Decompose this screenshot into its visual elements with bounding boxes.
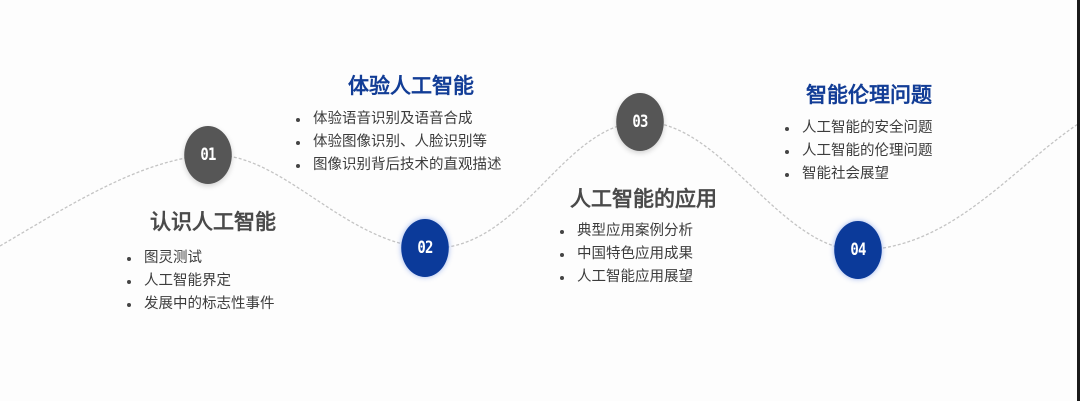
list-item: 图灵测试 [124,247,275,270]
bullet-icon [296,141,300,145]
bullet-icon [785,173,789,177]
step-02-badge: 02 [401,219,449,277]
step-01-number: 01 [200,145,216,165]
list-item: 发展中的标志性事件 [124,293,275,316]
step-04-badge: 04 [834,221,882,279]
step-02-list: 体验语音识别及语音合成 体验图像识别、人脸识别等 图像识别背后技术的直观描述 [293,104,502,177]
step-04-list: 人工智能的安全问题 人工智能的伦理问题 智能社会展望 [782,113,933,186]
list-item: 人工智能的安全问题 [782,117,933,140]
list-item: 体验语音识别及语音合成 [293,108,502,131]
step-03-number: 03 [632,112,648,132]
bullet-icon [296,164,300,168]
bullet-icon [560,253,564,257]
step-04-content: 智能伦理问题 [806,81,932,109]
bullet-icon [127,280,131,284]
step-04-number: 04 [850,240,866,260]
bullet-icon [127,257,131,261]
bullet-icon [785,150,789,154]
bullet-icon [785,127,789,131]
bullet-icon [560,276,564,280]
step-01-content: 认识人工智能 [150,208,276,236]
step-01-list: 图灵测试 人工智能界定 发展中的标志性事件 [124,243,275,316]
list-item: 人工智能界定 [124,270,275,293]
bullet-icon [560,230,564,234]
step-01-badge: 01 [184,126,232,184]
step-02-title: 体验人工智能 [348,74,474,98]
frame-edge-divider [1077,0,1080,401]
step-03-content: 人工智能的应用 [570,185,717,213]
list-item: 典型应用案例分析 [557,220,693,243]
step-04-title: 智能伦理问题 [806,83,932,107]
list-item: 图像识别背后技术的直观描述 [293,154,502,177]
step-03-list: 典型应用案例分析 中国特色应用成果 人工智能应用展望 [557,216,693,289]
step-03-title: 人工智能的应用 [570,187,717,211]
step-02-number: 02 [417,238,433,258]
list-item: 人工智能应用展望 [557,266,693,289]
step-01-title: 认识人工智能 [150,210,276,234]
bullet-icon [296,118,300,122]
list-item: 智能社会展望 [782,163,933,186]
list-item: 人工智能的伦理问题 [782,140,933,163]
list-item: 体验图像识别、人脸识别等 [293,131,502,154]
step-03-badge: 03 [616,93,664,151]
step-02-content: 体验人工智能 [348,72,474,100]
bullet-icon [127,303,131,307]
list-item: 中国特色应用成果 [557,243,693,266]
